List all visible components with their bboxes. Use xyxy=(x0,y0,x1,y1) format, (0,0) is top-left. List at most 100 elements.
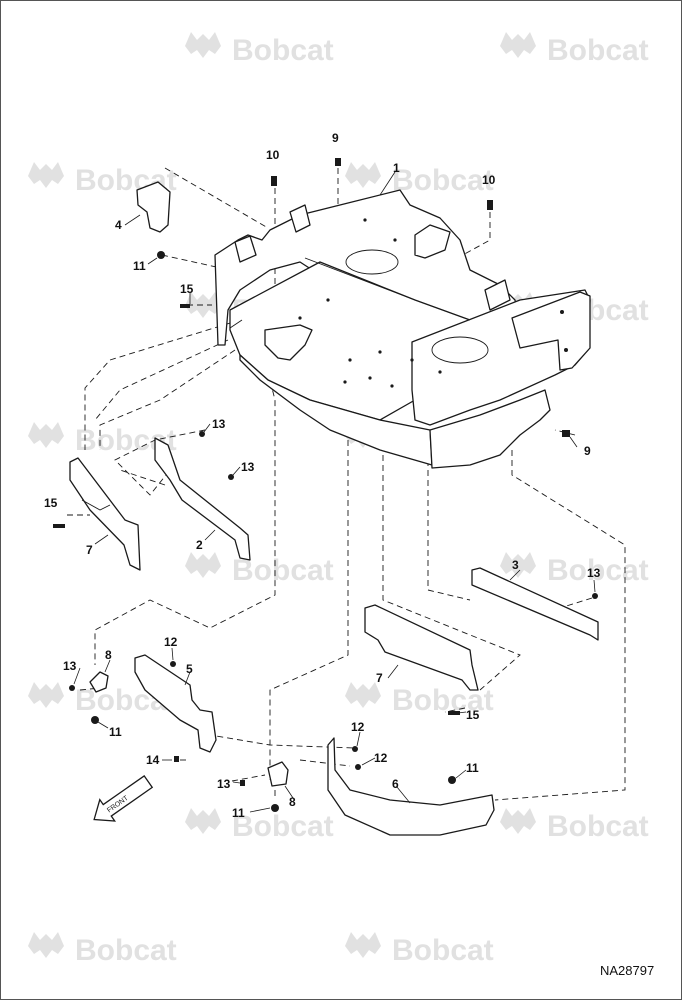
bolt-icon xyxy=(335,158,341,166)
deck-frame-bracket xyxy=(289,204,311,233)
deck-right-plate xyxy=(511,291,591,371)
callout-14: 14 xyxy=(146,753,160,767)
callout-1: 1 xyxy=(393,161,400,175)
bobcat-head-logo-icon xyxy=(28,162,64,188)
callout-10: 10 xyxy=(482,173,496,187)
callout-2: 2 xyxy=(196,538,203,552)
bobcat-head-logo-icon xyxy=(185,32,221,58)
nut-icon xyxy=(352,746,358,752)
watermark: Bobcat xyxy=(345,932,494,967)
watermark: Bobcat xyxy=(500,552,649,587)
callout-12: 12 xyxy=(351,720,365,734)
watermark-text: Bobcat xyxy=(392,934,494,967)
bobcat-head-logo-icon xyxy=(345,932,381,958)
part-3-baffle xyxy=(471,567,599,641)
callout-8: 8 xyxy=(105,648,112,662)
nut-icon xyxy=(199,431,205,437)
bolt-icon xyxy=(240,780,245,786)
nut-icon xyxy=(157,251,165,259)
nut-icon xyxy=(228,474,234,480)
callout-3: 3 xyxy=(512,558,519,572)
watermark-text: Bobcat xyxy=(547,34,649,67)
callout-15: 15 xyxy=(466,708,480,722)
callout-9: 9 xyxy=(584,444,591,458)
part-8-clip xyxy=(89,671,109,693)
callout-6: 6 xyxy=(392,777,399,791)
callout-13: 13 xyxy=(241,460,255,474)
part-4-bracket xyxy=(136,181,171,233)
callout-12: 12 xyxy=(164,635,178,649)
watermark-text: Bobcat xyxy=(547,810,649,843)
watermark: Bobcat xyxy=(500,32,649,67)
callout-9: 9 xyxy=(332,131,339,145)
callout-13: 13 xyxy=(217,777,231,791)
bobcat-head-logo-icon xyxy=(185,808,221,834)
bobcat-head-logo-icon xyxy=(185,552,221,578)
bobcat-head-logo-icon xyxy=(500,808,536,834)
callout-15: 15 xyxy=(180,282,194,296)
nut-icon xyxy=(91,716,99,724)
nut-icon xyxy=(448,776,456,784)
nut-icon xyxy=(271,804,279,812)
leader-lines xyxy=(73,171,596,813)
watermark: Bobcat xyxy=(28,932,177,967)
watermark-text: Bobcat xyxy=(75,934,177,967)
bobcat-head-logo-icon xyxy=(500,32,536,58)
callout-12: 12 xyxy=(374,751,388,765)
watermark-text: Bobcat xyxy=(232,810,334,843)
bolt-icon xyxy=(180,304,190,308)
part-5-belt-shield xyxy=(134,654,217,753)
front-arrow-icon xyxy=(93,775,154,822)
deck-front-guard xyxy=(429,389,551,469)
part-7-deflector-left xyxy=(69,457,141,571)
callout-13: 13 xyxy=(63,659,77,673)
watermark: Bobcat xyxy=(185,32,334,67)
watermark: Bobcat xyxy=(185,808,334,843)
bolt-icon xyxy=(53,524,65,528)
watermark-text: Bobcat xyxy=(547,554,649,587)
callout-4: 4 xyxy=(115,218,122,232)
callout-7: 7 xyxy=(86,543,93,557)
part-8-clip xyxy=(267,761,289,787)
callout-11: 11 xyxy=(109,725,122,739)
nut-icon xyxy=(69,685,75,691)
spindle-hole xyxy=(431,336,489,364)
bobcat-head-logo-icon xyxy=(345,682,381,708)
bolt-icon xyxy=(448,711,460,715)
bobcat-head-logo-icon xyxy=(28,932,64,958)
watermark: Bobcat xyxy=(345,162,494,197)
watermark-text: Bobcat xyxy=(232,34,334,67)
bolt-icon xyxy=(174,756,179,762)
nut-icon xyxy=(592,593,598,599)
part-2-baffle xyxy=(154,437,251,561)
callouts: 1 2 3 4 5 6 7 7 8 8 9 9 10 10 11 11 11 1… xyxy=(44,131,601,820)
callout-11: 11 xyxy=(133,259,146,273)
watermark: Bobcat xyxy=(500,808,649,843)
deck-front-skirt xyxy=(239,354,433,466)
hardware xyxy=(53,158,598,812)
nut-icon xyxy=(170,661,176,667)
callout-15: 15 xyxy=(44,496,58,510)
deck-holes xyxy=(298,218,568,388)
callout-13: 13 xyxy=(587,566,601,580)
figure-number: NA28797 xyxy=(600,963,654,978)
deck-frame-bracket xyxy=(484,279,511,311)
deck-frame xyxy=(214,189,591,469)
deck-frame-bracket xyxy=(264,324,313,361)
callout-5: 5 xyxy=(186,662,193,676)
front-arrow: FRONT xyxy=(93,775,154,822)
callout-7: 7 xyxy=(376,671,383,685)
watermark: Bobcat xyxy=(185,552,334,587)
part-7-deflector-right xyxy=(364,604,479,691)
part-6-belt-guard xyxy=(327,737,495,836)
bolt-icon xyxy=(487,200,493,210)
bobcat-head-logo-icon xyxy=(28,682,64,708)
watermark-text: Bobcat xyxy=(392,164,494,197)
deck-frame-bracket xyxy=(414,224,451,259)
callout-8: 8 xyxy=(289,795,296,809)
callout-10: 10 xyxy=(266,148,280,162)
callout-11: 11 xyxy=(466,761,479,775)
spindle-hole xyxy=(345,249,399,275)
bolt-icon xyxy=(271,176,277,186)
